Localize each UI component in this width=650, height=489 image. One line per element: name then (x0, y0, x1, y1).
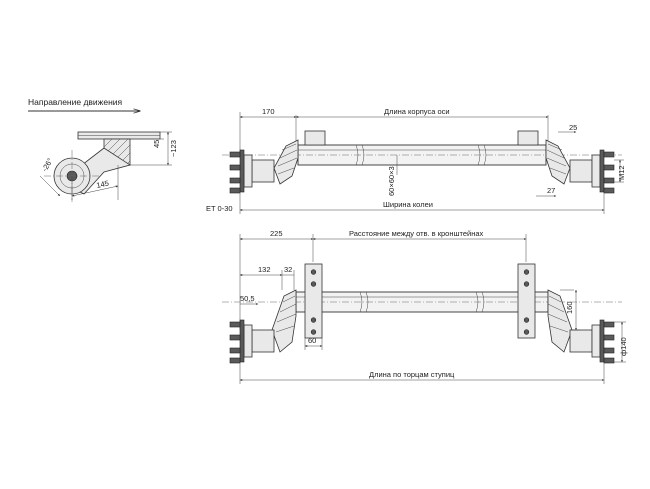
top-view: 170 Длина корпуса оси 25 60×60×3 (206, 107, 626, 214)
bottom-bracket-left (304, 263, 323, 339)
dim-angle-label: -26° (40, 157, 55, 173)
bottom-left-hub (251, 329, 275, 353)
dim-45-label: 45 (152, 140, 161, 148)
dim-50-5-label: 50,5 (240, 294, 255, 303)
bottom-right-hub (569, 329, 593, 353)
top-mount-tab-right (517, 130, 539, 146)
dim-132-label: 132 (258, 265, 271, 274)
offset-label: ET 0-30 (206, 204, 233, 213)
profile-label: 60×60×3 (387, 166, 396, 196)
bottom-left-wheel-bolts (229, 321, 241, 364)
bottom-view: 225 Расстояние между отв. в кронштейнах … (222, 229, 628, 384)
dim-170-label: 170 (262, 107, 275, 116)
dim-225-label: 225 (270, 229, 283, 238)
dim-140-label: ф140 (619, 337, 628, 356)
bottom-right-arm (547, 289, 573, 353)
top-left-wheel-bolts (229, 151, 241, 194)
top-right-hub (569, 159, 593, 183)
direction-indicator: Направление движения (28, 97, 140, 111)
top-right-wheel-bolts (603, 151, 615, 194)
side-view: 45 ~123 -26° 145 (39, 131, 178, 202)
dim-25-label: 25 (569, 123, 577, 132)
dim-123-label: ~123 (169, 140, 178, 157)
dim-m12-label: M12 (617, 165, 626, 180)
top-left-hub (251, 159, 275, 183)
direction-label: Направление движения (28, 97, 123, 107)
top-mount-tab-left (304, 130, 326, 146)
track-width-label: Ширина колеи (383, 200, 433, 209)
hub-face-length-label: Длина по торцам ступиц (369, 370, 455, 379)
dim-160-label: 160 (565, 301, 574, 314)
bottom-bracket-right (517, 263, 536, 339)
bracket-hole-distance-label: Расстояние между отв. в кронштейнах (349, 229, 484, 238)
top-left-arm (273, 139, 299, 185)
dim-32-label: 32 (284, 265, 292, 274)
dim-27-label: 27 (547, 186, 555, 195)
dim-145-label: 145 (96, 179, 110, 190)
bottom-right-wheel-bolts (603, 321, 615, 364)
top-right-arm (545, 139, 571, 185)
body-length-label: Длина корпуса оси (384, 107, 450, 116)
bottom-left-arm (271, 289, 297, 353)
dim-60-label: 60 (308, 336, 316, 345)
